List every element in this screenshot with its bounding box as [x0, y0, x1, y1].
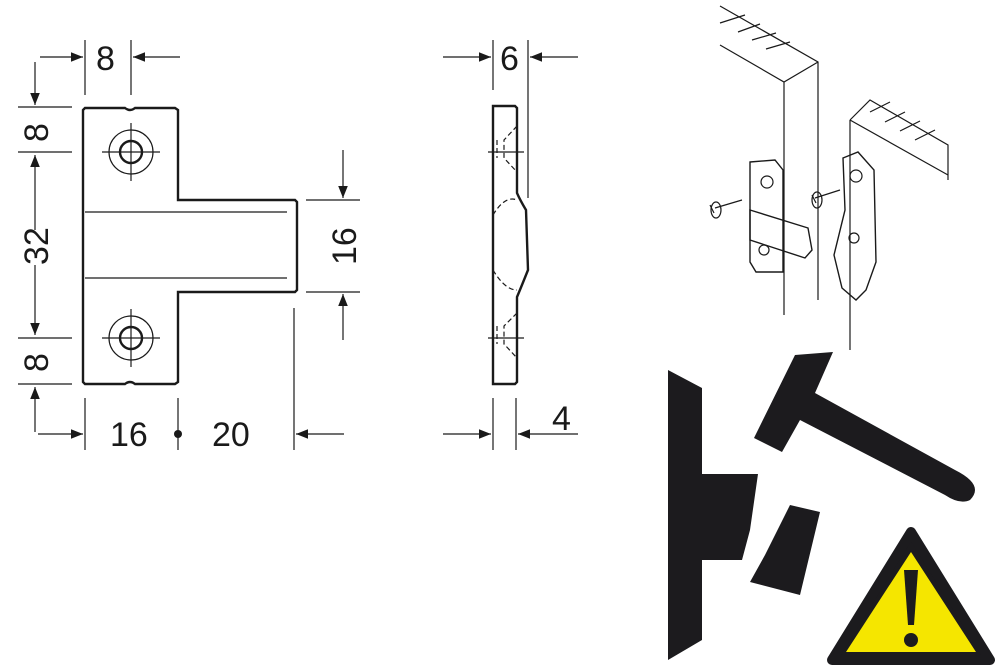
isometric-mounting-illustration — [709, 5, 949, 350]
dim-hole-spacing: 32 — [18, 227, 56, 265]
dim-top-margin: 8 — [18, 123, 56, 142]
dim-base-width: 16 — [110, 416, 148, 454]
hammer-warning-pictogram — [668, 352, 995, 665]
side-view: 6 4 — [443, 40, 578, 450]
dim-top-width: 8 — [96, 40, 115, 78]
screw-hole-bottom-icon — [102, 309, 160, 367]
dim-bottom-margin: 8 — [18, 353, 56, 372]
dim-base-thickness: 4 — [552, 400, 571, 438]
screw-hole-top-icon — [102, 123, 160, 181]
dim-arm-length: 20 — [212, 416, 250, 454]
front-view: 8 8 32 8 16 16 20 — [18, 40, 364, 454]
dim-arm-height: 16 — [326, 227, 364, 265]
dim-max-thickness: 6 — [500, 40, 519, 78]
warning-triangle-icon — [827, 527, 995, 665]
hammer-icon — [754, 352, 975, 502]
